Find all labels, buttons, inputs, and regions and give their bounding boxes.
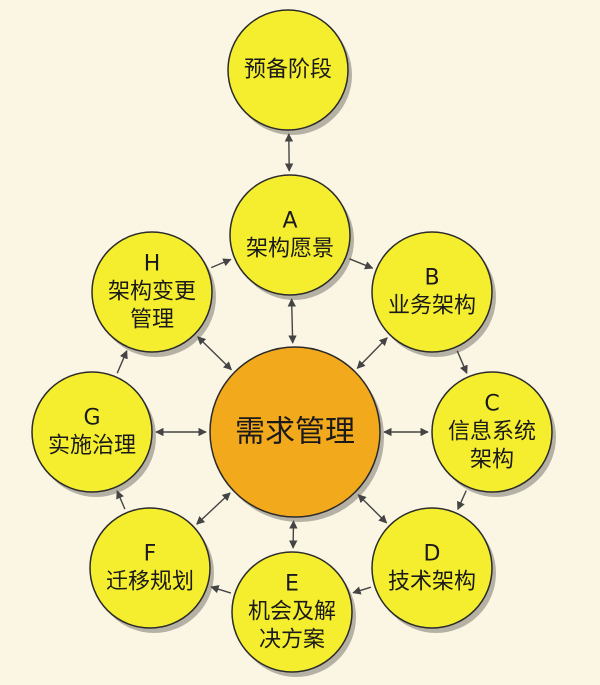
node-phase-f-circle <box>89 507 211 629</box>
node-center-circle <box>209 346 381 518</box>
phase-a-label-line-1: 架构愿景 <box>246 237 334 262</box>
phase-h-label-line-2: 管理 <box>130 308 174 333</box>
node-phase-b: B 业务架构 <box>371 231 493 353</box>
connector-cycle-f-g <box>116 490 126 510</box>
node-phase-f: F 迁移规划 <box>89 507 211 629</box>
phase-b-letter: B <box>424 266 439 291</box>
connector-center-f <box>196 492 231 525</box>
phase-c-letter: C <box>484 392 499 417</box>
node-phase-g-circle <box>31 371 153 493</box>
connector-cycle-c-d <box>457 490 467 511</box>
node-phase-b-circle <box>371 231 493 353</box>
connector-center-h <box>197 336 233 371</box>
phase-e-label-line-2: 决方案 <box>259 628 325 653</box>
connector-cycle-g-h <box>116 350 128 374</box>
phase-a-letter: A <box>282 209 297 234</box>
connector-cycle-e-f <box>210 585 232 594</box>
phase-h-label-line-1: 架构变更 <box>108 280 196 305</box>
connector-cycle-b-c <box>456 350 468 374</box>
node-phase-g: G 实施治理 <box>31 371 153 493</box>
phase-f-label-line-1: 迁移规划 <box>106 570 194 595</box>
node-center: 需求管理 <box>209 346 381 518</box>
node-phase-e-circle <box>231 551 353 673</box>
phase-c-label-line-1: 信息系统 <box>448 420 536 445</box>
phase-h-letter: H <box>144 252 161 277</box>
connector-cycle-h-a <box>210 258 232 269</box>
node-preliminary: 预备阶段 <box>227 9 349 131</box>
phase-f-letter: F <box>144 542 157 567</box>
phase-c-label-line-2: 架构 <box>470 448 514 473</box>
node-phase-a-circle <box>229 174 351 296</box>
connector-center-b <box>356 337 388 370</box>
connector-center-d <box>357 494 388 524</box>
center-label: 需求管理 <box>235 415 355 450</box>
node-phase-h-circle <box>91 231 213 353</box>
preliminary-label: 预备阶段 <box>244 58 332 83</box>
phase-e-letter: E <box>285 572 299 597</box>
phase-d-letter: D <box>424 542 441 567</box>
phase-b-label-line-1: 业务架构 <box>388 294 476 319</box>
node-phase-a: A 架构愿景 <box>229 174 351 296</box>
phase-g-letter: G <box>83 406 100 431</box>
connector-center-a <box>287 298 297 344</box>
node-phase-c-circle <box>431 371 553 493</box>
node-phase-d: D 技术架构 <box>371 507 493 629</box>
phase-d-label-line-1: 技术架构 <box>388 570 476 595</box>
connector-cycle-d-e <box>352 586 372 595</box>
connectors <box>116 133 468 595</box>
connector-cycle-a-b <box>349 258 374 270</box>
phase-g-label-line-1: 实施治理 <box>48 434 136 459</box>
node-preliminary-circle <box>227 9 349 131</box>
node-phase-d-circle <box>371 507 493 629</box>
phase-e-label-line-1: 机会及解 <box>248 600 336 625</box>
